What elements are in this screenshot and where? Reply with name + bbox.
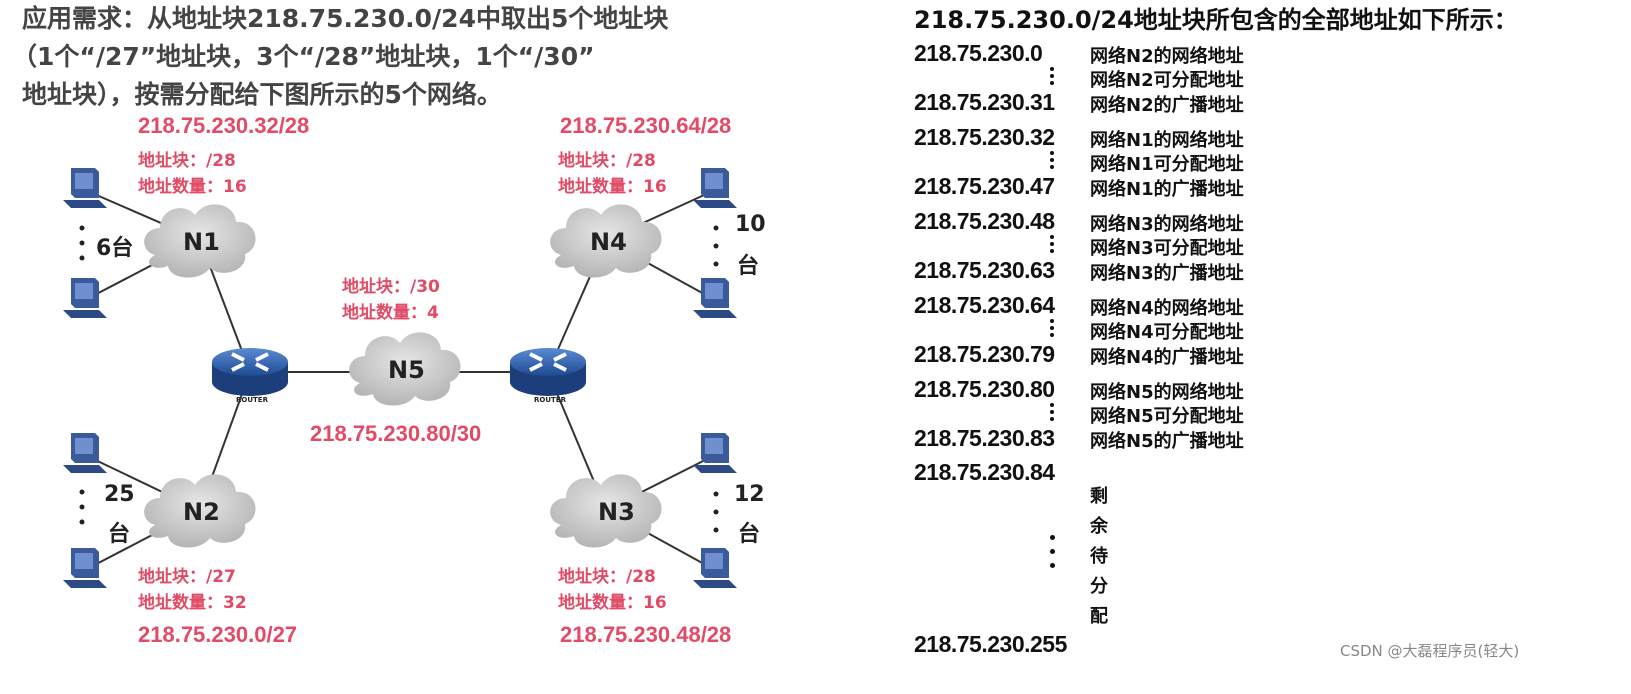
n2-hosts-num: 25 xyxy=(104,482,135,507)
assignable-address-desc: 网络N4可分配地址 xyxy=(1090,322,1244,343)
assignable-address-desc: 网络N2可分配地址 xyxy=(1090,70,1244,91)
broadcast-address-desc: 网络N1的广播地址 xyxy=(1090,179,1244,200)
broadcast-address-desc: 网络N3的广播地址 xyxy=(1090,263,1244,284)
n1-block: 地址块：/28 xyxy=(138,151,236,171)
broadcast-address-ip: 218.75.230.47 xyxy=(914,173,1055,199)
assignable-address-desc: 网络N3可分配地址 xyxy=(1090,238,1244,259)
network-address-desc: 网络N3的网络地址 xyxy=(1090,214,1244,235)
n3-block: 地址块：/28 xyxy=(558,567,656,587)
n5-cidr: 218.75.230.80/30 xyxy=(310,421,482,446)
n2-block: 地址块：/27 xyxy=(138,567,236,587)
computer-icon xyxy=(693,433,737,473)
computer-icon xyxy=(693,548,737,588)
router-label: ROUTER xyxy=(236,396,268,404)
assignable-address-desc: 网络N1可分配地址 xyxy=(1090,154,1244,175)
question-line-2: （1个“/27”地址块，3个“/28”地址块，1个“/30” xyxy=(12,42,595,71)
n1-label: N1 xyxy=(183,228,220,256)
n3-count: 地址数量：16 xyxy=(558,593,667,613)
router-icon xyxy=(210,346,290,398)
n2-hosts-unit: 台 xyxy=(108,522,131,547)
n5-block: 地址块：/30 xyxy=(342,277,440,297)
broadcast-address-ip: 218.75.230.79 xyxy=(914,341,1055,367)
ellipsis-icon xyxy=(1050,67,1055,85)
watermark: CSDN @大磊程序员(轻大) xyxy=(1340,642,1520,660)
n5-label: N5 xyxy=(388,356,425,384)
broadcast-address-ip: 218.75.230.63 xyxy=(914,257,1055,283)
network-address-ip: 218.75.230.80 xyxy=(914,376,1055,402)
n4-block: 地址块：/28 xyxy=(558,151,656,171)
network-address-ip: 218.75.230.0 xyxy=(914,40,1043,66)
broadcast-address-ip: 218.75.230.83 xyxy=(914,425,1055,451)
network-address-desc: 网络N5的网络地址 xyxy=(1090,382,1244,403)
computer-icon xyxy=(63,548,107,588)
n2-label: N2 xyxy=(183,498,220,526)
assignable-address-desc: 网络N5可分配地址 xyxy=(1090,406,1244,427)
computer-icon xyxy=(693,168,737,208)
remaining-label: 剩余待分配 xyxy=(1090,486,1108,627)
broadcast-address-desc: 网络N4的广播地址 xyxy=(1090,347,1244,368)
n4-label: N4 xyxy=(590,228,627,256)
n4-cidr: 218.75.230.64/28 xyxy=(560,113,732,138)
n5-count: 地址数量：4 xyxy=(342,303,439,323)
n3-label: N3 xyxy=(598,498,635,526)
broadcast-address-ip: 218.75.230.31 xyxy=(914,89,1055,115)
computer-icon xyxy=(63,433,107,473)
ellipsis-icon xyxy=(1050,319,1055,337)
broadcast-address-desc: 网络N2的广播地址 xyxy=(1090,95,1244,116)
network-address-desc: 网络N1的网络地址 xyxy=(1090,130,1244,151)
n2-count: 地址数量：32 xyxy=(138,593,247,613)
question-line-3: 地址块），按需分配给下图所示的5个网络。 xyxy=(22,80,502,109)
n1-cidr: 218.75.230.32/28 xyxy=(138,113,310,138)
question-line-1: 应用需求：从地址块218.75.230.0/24中取出5个地址块 xyxy=(22,4,669,33)
network-address-desc: 网络N2的网络地址 xyxy=(1090,46,1244,67)
n4-hosts-num: 10 xyxy=(735,212,766,237)
computer-icon xyxy=(63,278,107,318)
network-address-desc: 网络N4的网络地址 xyxy=(1090,298,1244,319)
n1-hosts: 6台 xyxy=(96,236,134,261)
n4-count: 地址数量：16 xyxy=(558,177,667,197)
n4-hosts-unit: 台 xyxy=(737,254,760,279)
router-icon xyxy=(508,346,588,398)
network-topology xyxy=(63,168,737,588)
n3-hosts-num: 12 xyxy=(734,482,765,507)
ellipsis-icon xyxy=(1050,403,1055,421)
n2-cidr: 218.75.230.0/27 xyxy=(138,622,298,647)
network-address-ip: 218.75.230.64 xyxy=(914,292,1055,318)
computer-icon xyxy=(63,168,107,208)
remaining-start-ip: 218.75.230.84 xyxy=(914,459,1055,485)
broadcast-address-desc: 网络N5的广播地址 xyxy=(1090,431,1244,452)
ellipsis-icon xyxy=(1050,535,1056,568)
ellipsis-icon xyxy=(1050,151,1055,169)
n1-count: 地址数量：16 xyxy=(138,177,247,197)
last-ip: 218.75.230.255 xyxy=(914,631,1067,657)
address-list-title: 218.75.230.0/24地址块所包含的全部地址如下所示： xyxy=(914,6,1518,34)
router-label: ROUTER xyxy=(534,396,566,404)
ellipsis-icon xyxy=(1050,235,1055,253)
network-address-ip: 218.75.230.48 xyxy=(914,208,1055,234)
n3-hosts-unit: 台 xyxy=(738,522,761,547)
n3-cidr: 218.75.230.48/28 xyxy=(560,622,732,647)
computer-icon xyxy=(693,278,737,318)
network-address-ip: 218.75.230.32 xyxy=(914,124,1055,150)
